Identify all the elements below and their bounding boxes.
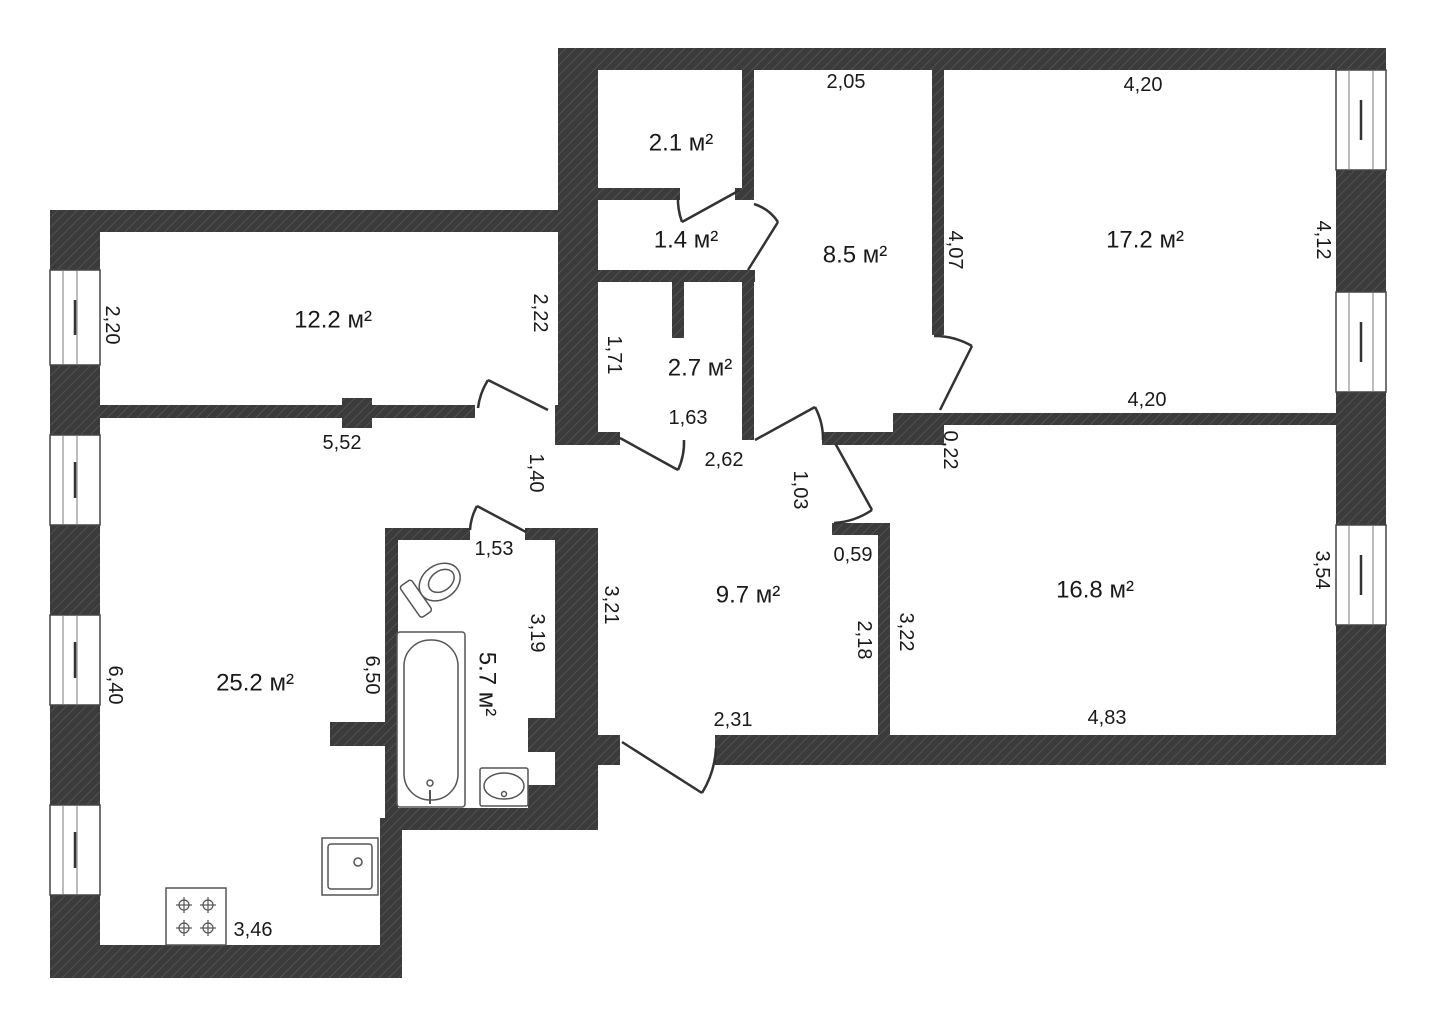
wall-segment [944,413,1336,425]
room-area-label: 5.7 м² [474,652,501,717]
dimension-label: 6,50 [361,656,383,695]
dimension-label: 4,07 [944,231,966,270]
wall-segment [822,432,893,445]
wall-segment [893,413,944,445]
dimension-label: 0,59 [834,544,873,566]
wall-segment [380,818,402,978]
wall-segment [385,528,398,830]
wall-segment [555,528,598,830]
wall-segment [555,735,620,765]
window [1335,524,1387,626]
window [1335,69,1387,171]
door [746,202,780,271]
wall-segment [598,270,755,282]
dimension-label: 4,83 [1088,707,1127,729]
room-area-label: 9.7 м² [716,582,781,609]
window [1335,291,1387,393]
dimension-label: 3,19 [526,614,548,653]
door [468,504,527,534]
window [49,804,101,896]
wall-segment [100,405,475,418]
dimension-label: 6,40 [104,666,126,705]
room-area-label: 17.2 м² [1106,227,1184,254]
room-area-label: 2.7 м² [668,355,733,382]
dimension-label: 3,46 [234,919,273,941]
wall-segment [715,735,1386,765]
stove-icon [165,887,227,946]
door [676,188,741,224]
door [476,378,549,412]
door [619,436,686,472]
wall-segment [832,523,878,535]
wall-segment [50,945,402,978]
wall-segment [598,432,620,445]
wall-segment [672,282,684,338]
dimension-label: 2,31 [714,709,753,731]
dimension-label: 3,54 [1311,551,1333,590]
dimension-label: 2,20 [101,306,123,345]
room-area-label: 8.5 м² [823,242,888,269]
window [49,434,101,526]
door [754,405,825,442]
wall-segment [598,188,680,200]
dimension-labels: 2,05 4,20 4,07 4,12 2,20 2,22 1,71 1,63 … [101,71,1334,941]
dimension-label: 2,05 [827,71,866,93]
dimension-label: 1,63 [669,407,708,429]
room-area-label: 25.2 м² [216,670,294,697]
room-area-label: 1.4 м² [654,227,719,254]
dimension-label: 1,03 [789,471,811,510]
dimension-label: 4,20 [1124,74,1163,96]
dimension-label: 3,21 [600,586,622,625]
washbasin-icon [479,767,529,807]
toilet-icon [399,562,461,618]
dimension-label: 1,71 [603,336,625,375]
wall-segment [342,398,372,428]
wall-segment [558,48,1386,70]
dimension-label: 1,40 [525,454,547,493]
dimension-label: 4,12 [1312,221,1334,260]
wall-segment [50,210,598,232]
wall-segment [558,48,598,445]
window [49,614,101,706]
dimension-label: 0,22 [939,431,961,470]
dimension-label: 3,22 [895,613,917,652]
wall-segment [385,528,470,540]
door [833,442,874,525]
window [49,269,101,366]
dimension-label: 2,18 [853,621,875,660]
door [933,334,974,411]
wall-segment [330,722,385,746]
doors [468,188,974,795]
windows [49,69,1387,896]
wall-segment [555,405,598,445]
wall-segment [932,70,944,335]
room-area-label: 2.1 м² [649,130,714,157]
dimension-label: 2,62 [705,449,744,471]
dimension-label: 1,53 [475,538,514,560]
wall-segment [878,523,890,735]
room-labels: 2.1 м² 1.4 м² 8.5 м² 17.2 м² 12.2 м² 2.7… [216,130,1184,717]
dimension-label: 5,52 [323,432,362,454]
dimension-label: 4,20 [1128,389,1167,411]
wall-segment [742,280,754,440]
room-area-label: 16.8 м² [1056,577,1134,604]
dimension-label: 2,22 [529,294,551,333]
room-area-label: 12.2 м² [294,307,372,334]
bathtub-icon [396,631,466,808]
wall-segment [742,70,754,188]
door [621,740,718,795]
kitchen-sink-icon [321,837,379,896]
